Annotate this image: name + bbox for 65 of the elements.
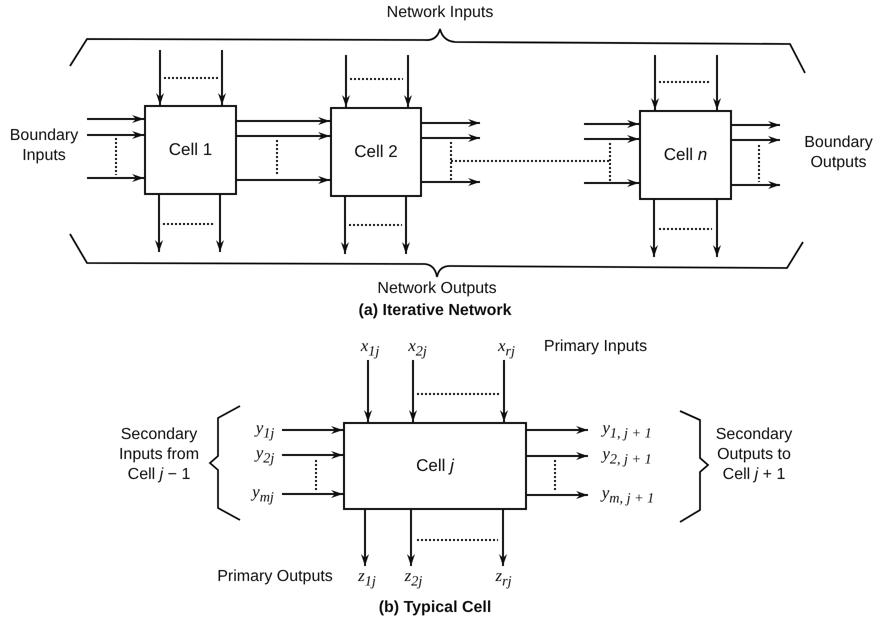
arrow — [156, 50, 164, 105]
group-label: Network Inputs — [386, 3, 494, 23]
arrow — [237, 132, 330, 140]
group-label: Secondary Outputs to Cell j + 1 — [714, 425, 794, 485]
arrow — [527, 491, 588, 499]
arrow — [713, 55, 721, 110]
arrow — [732, 181, 780, 189]
arrow — [407, 510, 415, 566]
arrow — [527, 426, 588, 434]
arrow — [713, 200, 721, 257]
group-label: Primary Outputs — [216, 567, 334, 587]
arrow — [422, 178, 480, 186]
group-label: Primary Inputs — [542, 337, 648, 357]
cell-box: Cell 2 — [330, 107, 422, 197]
group-label: Network Outputs — [376, 279, 498, 299]
arrow — [404, 55, 412, 107]
variable-label: y$_{2j}$ — [248, 443, 282, 467]
variable-label: y$_{2, j + 1}$ — [588, 444, 666, 468]
arrow — [650, 200, 658, 257]
variable-label: y$_{mj}$ — [244, 482, 282, 506]
variable-label: y$_{1j}$ — [248, 418, 282, 442]
arrow — [409, 360, 417, 422]
arrow — [282, 490, 343, 498]
arrow — [342, 55, 350, 107]
arrow — [422, 119, 480, 127]
arrow — [584, 135, 639, 143]
caption: (a) Iterative Network — [358, 301, 512, 321]
arrow — [282, 426, 343, 434]
arrow — [237, 117, 330, 125]
variable-label: z$_{1j}$ — [352, 566, 382, 590]
arrow — [216, 195, 224, 252]
variable-label: y$_{1, j + 1}$ — [588, 418, 666, 442]
arrow — [584, 179, 639, 187]
variable-label: z$_{rj}$ — [488, 566, 519, 590]
cell-box: Cell n — [639, 110, 732, 200]
arrow — [732, 121, 780, 129]
cell-box: Cell 1 — [144, 105, 237, 195]
arrow — [87, 131, 144, 139]
arrow — [155, 195, 163, 252]
variable-label: x$_{rj}$ — [491, 336, 522, 360]
variable-label: x$_{1j}$ — [355, 336, 385, 360]
arrow — [584, 120, 639, 128]
arrow — [499, 510, 507, 566]
cell-box: Cell j — [343, 422, 527, 510]
arrow — [237, 176, 330, 184]
arrow — [500, 360, 508, 422]
arrow — [527, 452, 588, 460]
arrow — [364, 360, 372, 422]
arrow — [87, 115, 144, 123]
arrow — [341, 197, 349, 254]
variable-label: y$_{m, j + 1}$ — [588, 483, 668, 507]
arrow — [218, 50, 226, 105]
arrow — [282, 451, 343, 459]
arrow — [422, 134, 480, 142]
group-label: Boundary Outputs — [803, 133, 874, 173]
arrow — [361, 510, 369, 566]
group-label: Boundary Inputs — [8, 126, 80, 166]
arrow — [651, 55, 659, 110]
group-label: Secondary Inputs from Cell j − 1 — [118, 425, 200, 485]
caption: (b) Typical Cell — [378, 598, 492, 618]
arrow — [402, 197, 410, 254]
arrow — [87, 174, 144, 182]
arrow — [732, 136, 780, 144]
variable-label: z$_{2j}$ — [398, 566, 429, 590]
variable-label: x$_{2j}$ — [402, 336, 433, 360]
